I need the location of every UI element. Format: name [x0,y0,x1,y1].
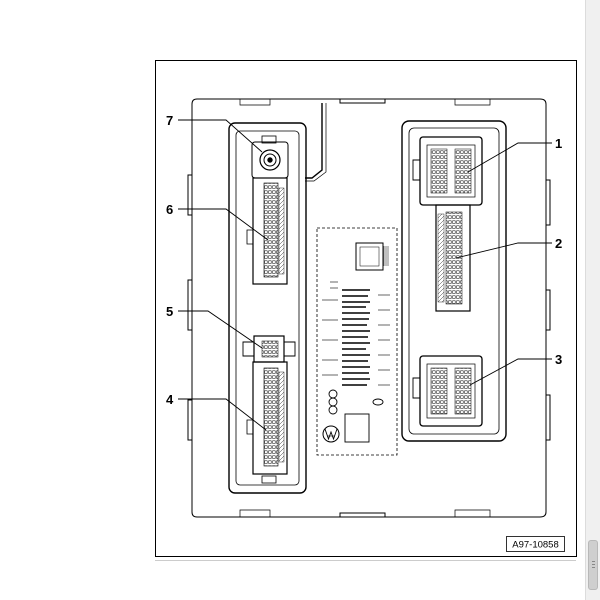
figure-reference-label: A97-10858 [512,540,558,551]
vertical-scrollbar[interactable] [585,0,600,600]
callout-1: 1 [555,136,562,151]
middle-right-connector [435,204,471,312]
type-label-plate [316,227,398,456]
diagram-canvas: 7 6 5 4 1 2 3 A97-10858 [155,60,577,561]
leader-lines [178,119,552,431]
upper-right-connector [412,136,483,206]
right-connector-block [401,120,507,442]
recycling-rings [328,389,384,415]
scrollbar-thumb[interactable] [588,540,598,590]
figure-frame [155,60,577,557]
callout-4: 4 [166,392,174,407]
callout-6: 6 [166,202,173,217]
callout-2: 2 [555,236,562,251]
left-connector-block [228,122,307,494]
module-housing [187,98,551,518]
callout-3: 3 [555,352,562,367]
callout-7: 7 [166,113,173,128]
lower-multi-pin-connector [246,361,288,475]
callout-labels: 7 6 5 4 1 2 3 [166,113,562,407]
callout-5: 5 [166,304,173,319]
figure-reference: A97-10858 [506,536,565,552]
brand-logo [322,425,340,443]
barcode [342,289,370,386]
label-fine-print [322,281,390,386]
lower-right-connector [412,355,483,427]
upper-multi-pin-connector [246,177,288,285]
